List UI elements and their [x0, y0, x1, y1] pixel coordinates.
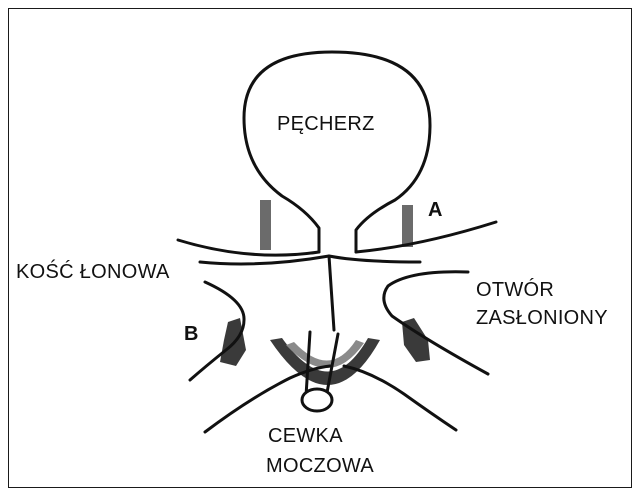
- ligament-left-a: [260, 200, 271, 250]
- obturator-label-line1: OTWÓR: [476, 278, 554, 301]
- obturator-label-line2: ZASŁONIONY: [476, 307, 608, 329]
- pubic-bone-label: KOŚĆ ŁONOWA: [16, 259, 170, 283]
- urethra-opening: [302, 389, 332, 411]
- obturator-right-inner: [384, 272, 488, 374]
- marker-a-label: A: [428, 199, 442, 221]
- bladder-label: PĘCHERZ: [277, 113, 375, 135]
- urethra-label-line2: MOCZOWA: [266, 455, 374, 477]
- pubic-bone-midline-upper: [200, 256, 420, 264]
- pubic-symphysis-line: [329, 256, 334, 330]
- pubic-ramus-right-lower: [344, 366, 456, 430]
- pubic-bone-upper-left: [178, 240, 319, 255]
- marker-b-label: B: [184, 323, 198, 345]
- ligament-right-a: [402, 205, 413, 247]
- pubic-bone-upper-right: [356, 222, 496, 252]
- urethra-label-line1: CEWKA: [268, 425, 343, 447]
